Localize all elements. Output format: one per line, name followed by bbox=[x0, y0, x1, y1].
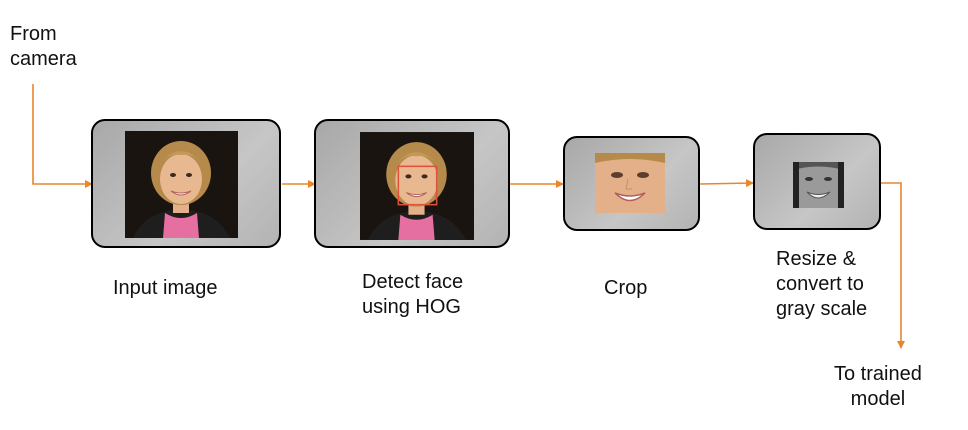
source-label: From camera bbox=[10, 22, 77, 72]
detect-portrait-image bbox=[360, 132, 474, 240]
resize-gray-box bbox=[753, 133, 881, 230]
input-image-box bbox=[91, 119, 281, 248]
detect-face-box bbox=[314, 119, 510, 248]
input-portrait-image bbox=[125, 131, 238, 238]
crop-box bbox=[563, 136, 700, 231]
detect-face-label: Detect face using HOG bbox=[362, 270, 463, 320]
detect-face-label-line-2: using HOG bbox=[362, 296, 461, 318]
source-label-line-1: From bbox=[10, 23, 57, 45]
resize-gray-label-line-2: convert to bbox=[776, 273, 864, 295]
resize-gray-label-line-1: Resize & bbox=[776, 248, 857, 270]
resize-gray-label-line-3: gray scale bbox=[776, 298, 868, 320]
input-image-label: Input image bbox=[113, 277, 218, 299]
arrow-crop-to-resize bbox=[699, 179, 754, 188]
output-label: To trained model bbox=[834, 362, 922, 412]
crop-label: Crop bbox=[604, 277, 648, 299]
arrow-camera-to-input bbox=[32, 84, 93, 188]
face-detection-rectangle bbox=[397, 165, 438, 206]
grayscale-face-image bbox=[793, 162, 844, 208]
output-label-line-2: model bbox=[850, 388, 906, 410]
source-label-line-2: camera bbox=[10, 48, 77, 70]
resize-gray-label: Resize & convert to gray scale bbox=[776, 247, 867, 322]
output-label-line-1: To trained bbox=[834, 363, 922, 385]
cropped-face-image bbox=[595, 153, 665, 213]
detect-face-label-line-1: Detect face bbox=[362, 271, 464, 293]
arrow-resize-to-model bbox=[881, 182, 905, 349]
